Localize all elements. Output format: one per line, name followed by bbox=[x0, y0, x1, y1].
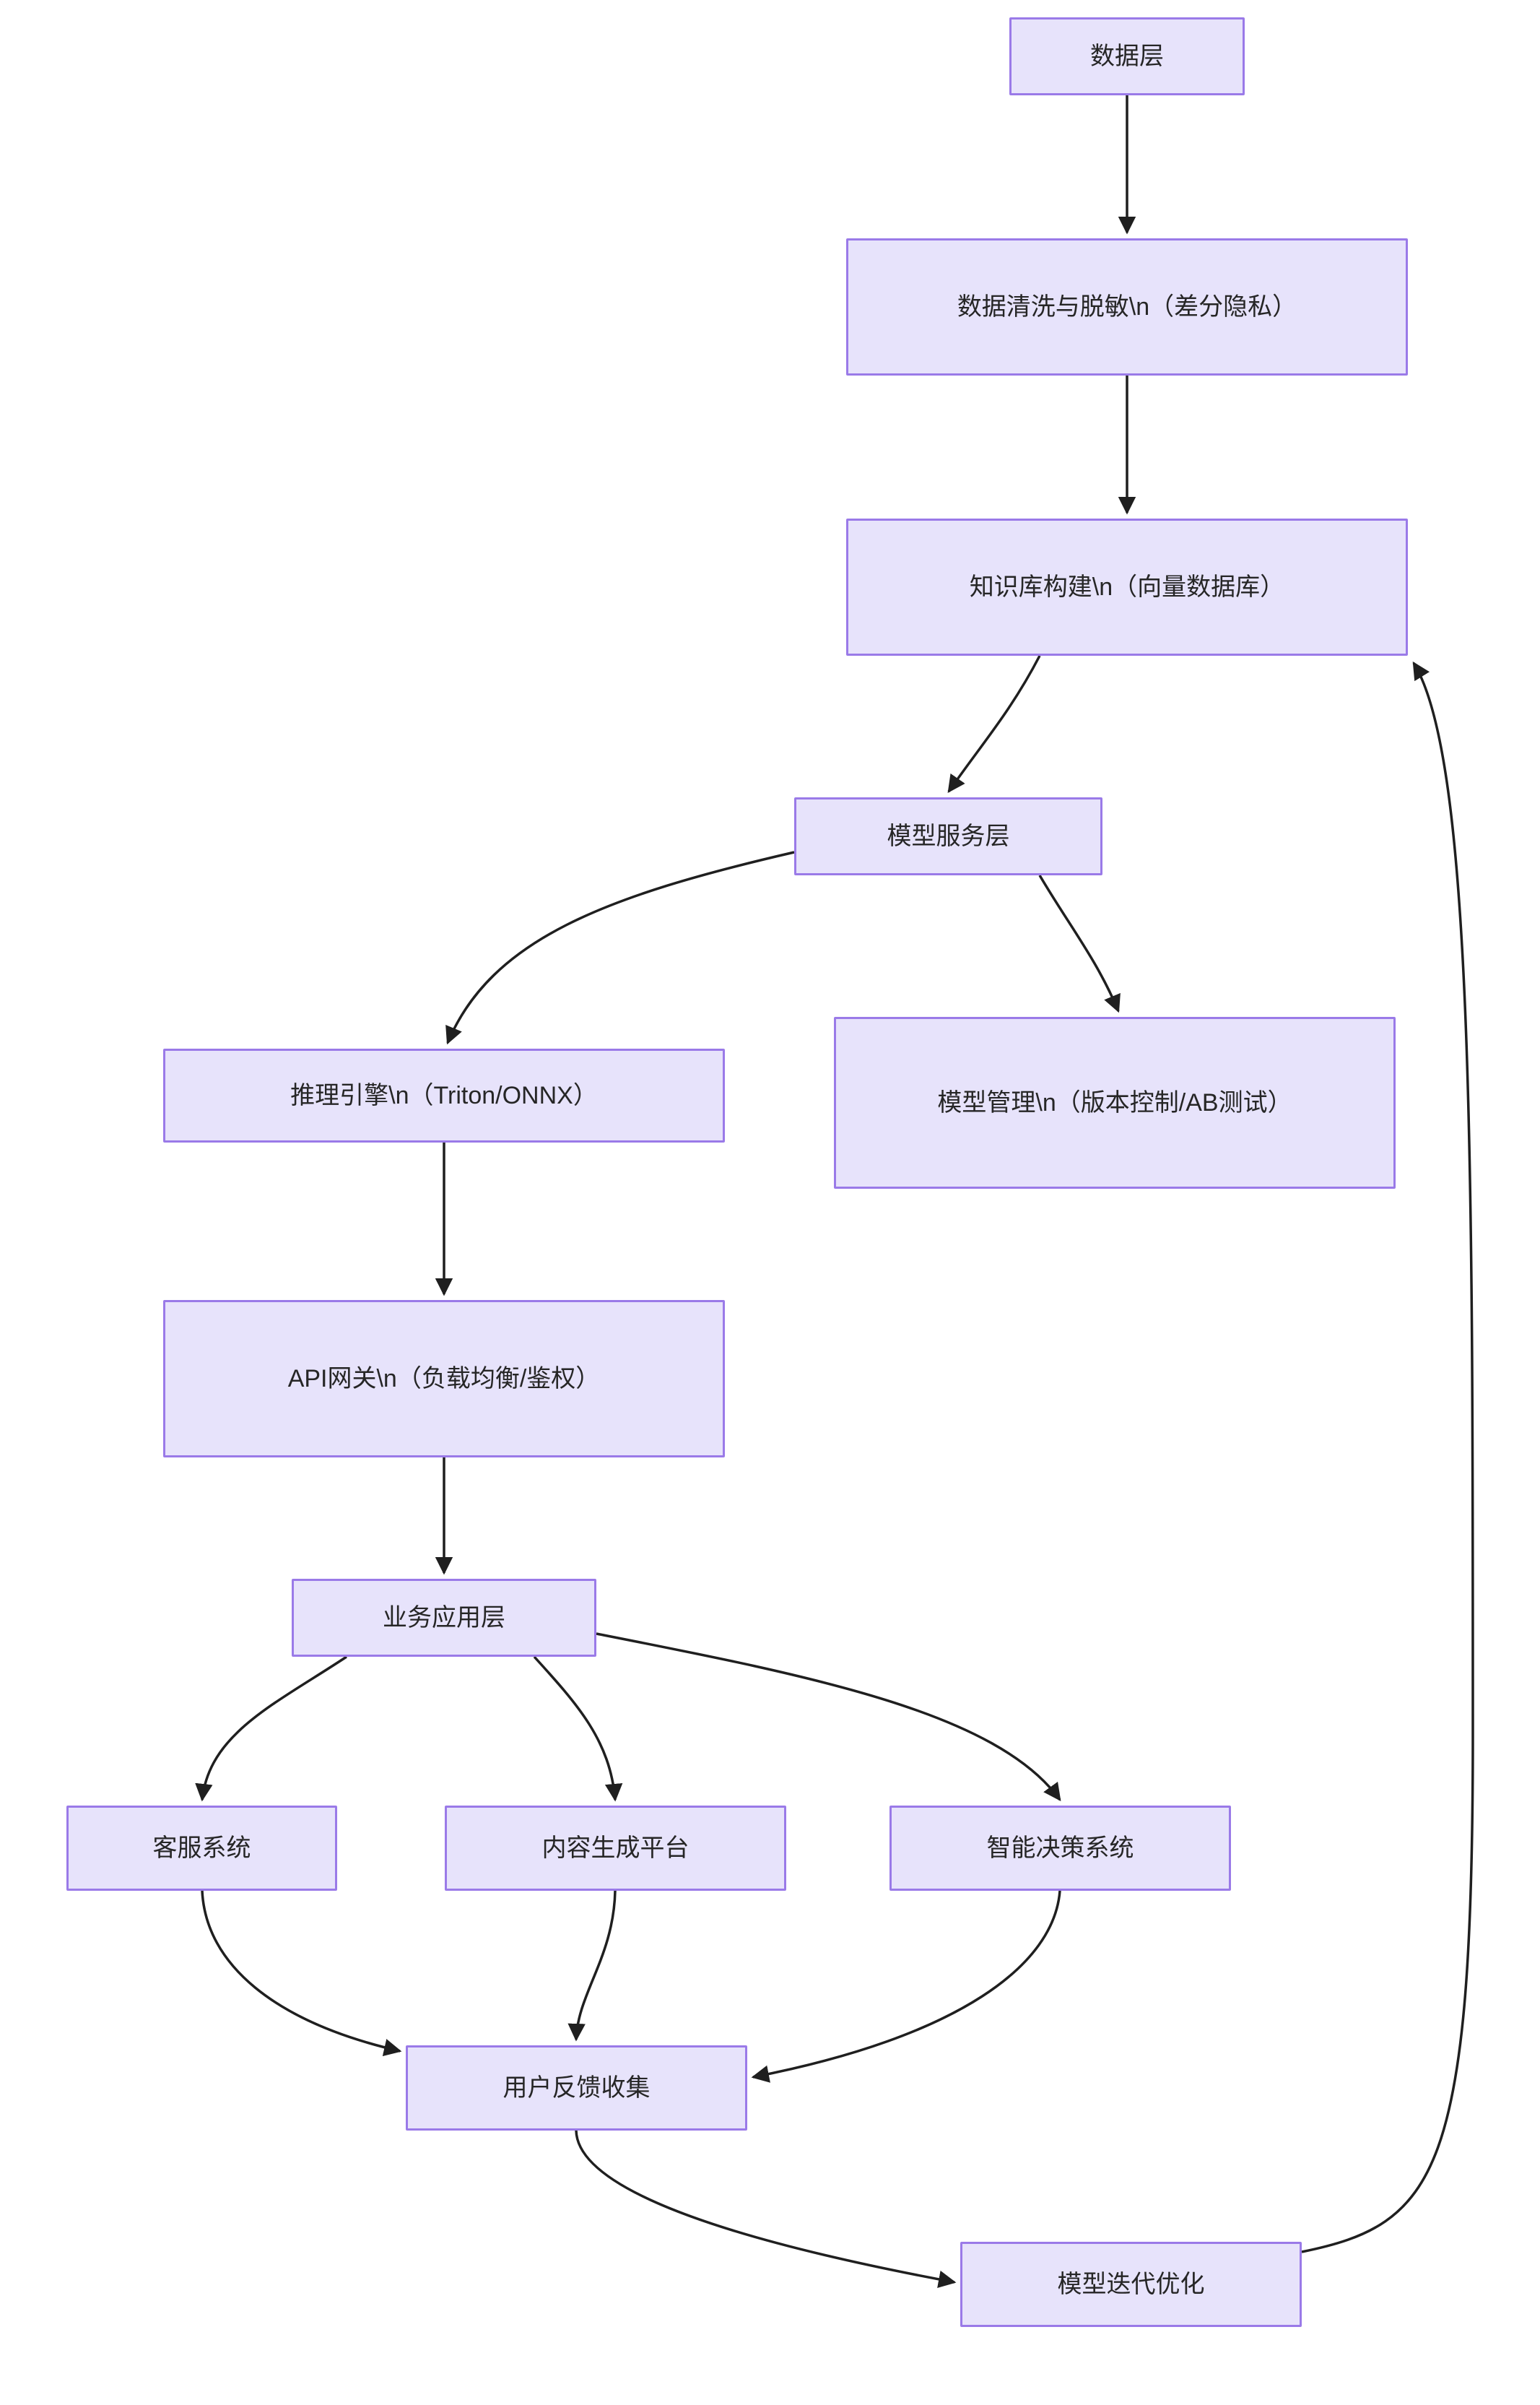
node-knowledge-base[interactable]: 知识库构建\n（向量数据库） bbox=[846, 519, 1408, 656]
edge-business-layer-to-decision-system bbox=[596, 1632, 1061, 1801]
node-label-model-management: 模型管理\n（版本控制/AB测试） bbox=[937, 1088, 1292, 1117]
node-business-layer[interactable]: 业务应用层 bbox=[292, 1579, 596, 1657]
edge-business-layer-to-customer-service bbox=[195, 1655, 347, 1802]
edge-model-iteration-to-knowledge-base bbox=[1301, 661, 1474, 2253]
edge-decision-system-to-user-feedback bbox=[751, 1890, 1061, 2083]
node-label-inference-engine: 推理引擎\n（Triton/ONNX） bbox=[290, 1081, 598, 1109]
node-label-user-feedback: 用户反馈收集 bbox=[503, 2074, 651, 2102]
node-user-feedback[interactable]: 用户反馈收集 bbox=[406, 2045, 747, 2131]
node-model-management[interactable]: 模型管理\n（版本控制/AB测试） bbox=[834, 1017, 1396, 1189]
edge-customer-service-to-user-feedback bbox=[201, 1890, 402, 2056]
node-data-layer[interactable]: 数据层 bbox=[1009, 17, 1245, 95]
edge-business-layer-to-content-platform bbox=[533, 1655, 623, 1802]
node-api-gateway[interactable]: API网关\n（负载均衡/鉴权） bbox=[163, 1300, 725, 1457]
node-inference-engine[interactable]: 推理引擎\n（Triton/ONNX） bbox=[163, 1049, 725, 1143]
edge-knowledge-base-to-model-service-layer bbox=[947, 655, 1041, 794]
node-label-content-platform: 内容生成平台 bbox=[541, 1834, 689, 1862]
edge-user-feedback-to-model-iteration bbox=[575, 2130, 957, 2289]
node-label-business-layer: 业务应用层 bbox=[383, 1603, 505, 1632]
node-label-data-cleaning: 数据清洗与脱敏\n（差分隐私） bbox=[957, 292, 1297, 321]
edge-content-platform-to-user-feedback bbox=[567, 1890, 617, 2042]
node-label-customer-service: 客服系统 bbox=[152, 1834, 251, 1862]
node-label-api-gateway: API网关\n（负载均衡/鉴权） bbox=[287, 1364, 601, 1392]
node-decision-system[interactable]: 智能决策系统 bbox=[889, 1806, 1231, 1891]
node-customer-service[interactable]: 客服系统 bbox=[66, 1806, 337, 1891]
node-data-cleaning[interactable]: 数据清洗与脱敏\n（差分隐私） bbox=[846, 238, 1408, 376]
node-model-iteration[interactable]: 模型迭代优化 bbox=[960, 2242, 1302, 2327]
node-label-decision-system: 智能决策系统 bbox=[986, 1834, 1134, 1862]
node-label-model-iteration: 模型迭代优化 bbox=[1057, 2270, 1205, 2298]
node-label-knowledge-base: 知识库构建\n（向量数据库） bbox=[969, 573, 1285, 601]
node-label-data-layer: 数据层 bbox=[1090, 42, 1164, 70]
node-label-model-service-layer: 模型服务层 bbox=[887, 822, 1010, 850]
edge-model-service-layer-to-model-management bbox=[1038, 875, 1121, 1013]
node-model-service-layer[interactable]: 模型服务层 bbox=[794, 797, 1102, 875]
edge-model-service-layer-to-inference-engine bbox=[445, 851, 795, 1045]
node-content-platform[interactable]: 内容生成平台 bbox=[445, 1806, 786, 1891]
